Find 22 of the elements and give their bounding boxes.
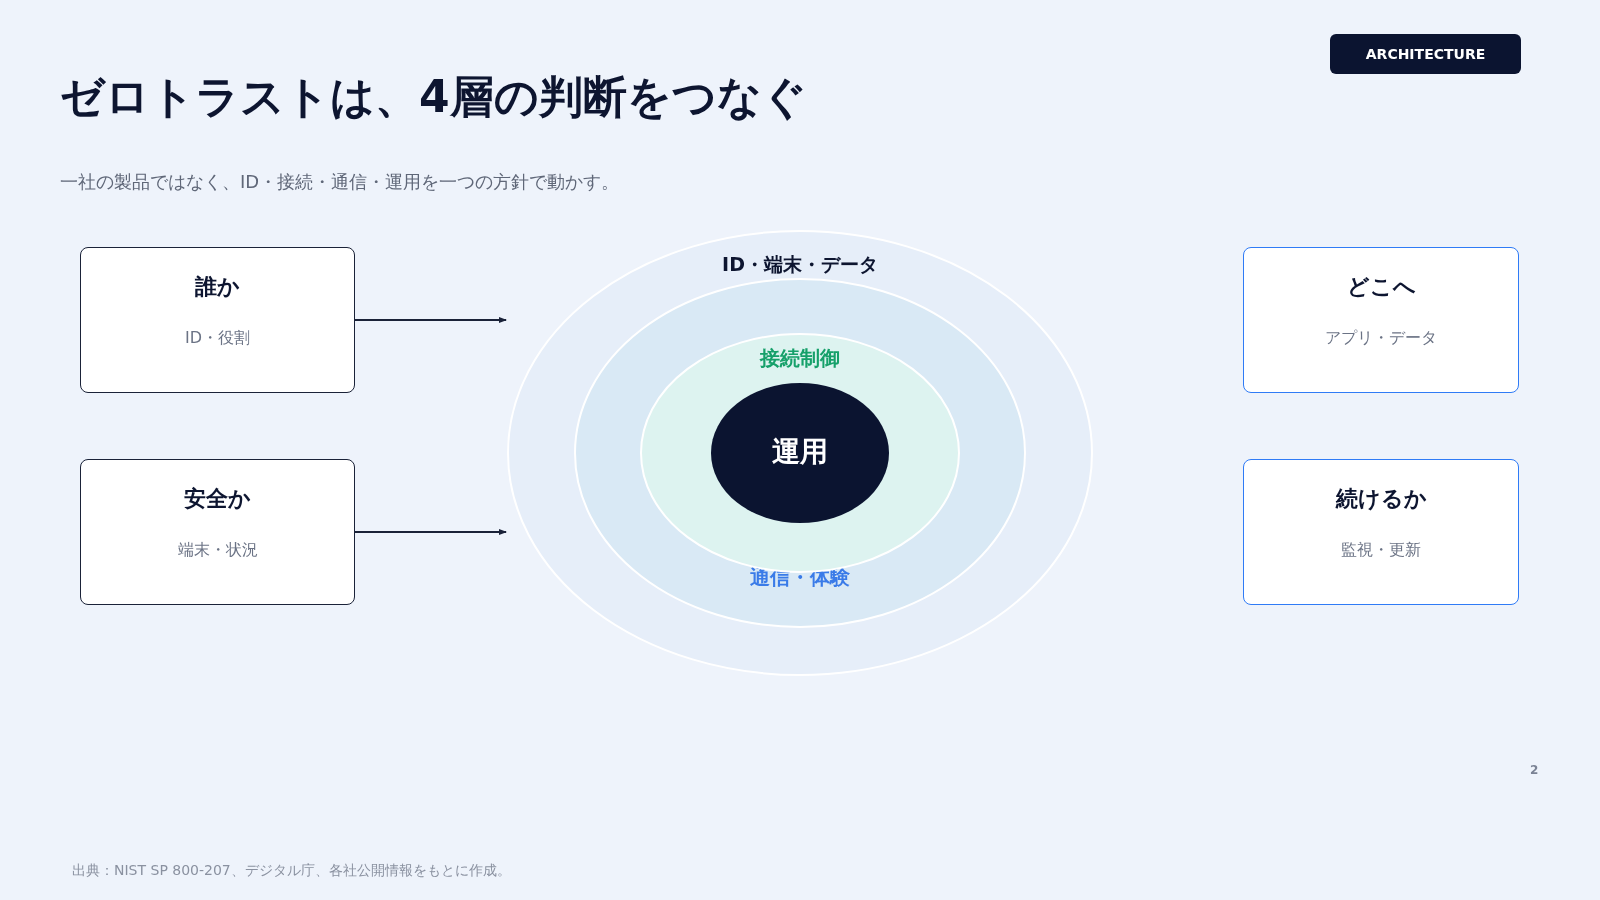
card (1243, 459, 1519, 605)
card (80, 247, 355, 393)
card-heading: どこへ (1345, 273, 1417, 301)
arrow (354, 317, 507, 323)
arrow (354, 529, 507, 535)
card (1243, 247, 1519, 393)
card-heading: 続けるか (1334, 485, 1428, 513)
subtitle: 一社の製品ではなく、ID・接続・通信・運用を一つの方針で動かす。 (60, 170, 620, 194)
layer-label: 運用 (771, 434, 829, 471)
card (80, 459, 355, 605)
page-number: 2 (1530, 763, 1539, 777)
card-heading: 誰か (194, 273, 241, 301)
card-subtext: アプリ・データ (1324, 328, 1438, 349)
card-subtext: ID・役割 (183, 328, 251, 349)
card-subtext: 端末・状況 (176, 540, 259, 561)
card-heading: 安全か (183, 485, 252, 513)
source-note: 出典：NIST SP 800-207、デジタル庁、各社公開情報をもとに作成。 (72, 862, 511, 880)
title: ゼロトラストは、4層の判断をつなぐ (60, 70, 807, 124)
card-subtext: 監視・更新 (1340, 540, 1422, 561)
layer-label: ID・端末・データ (721, 252, 879, 277)
tag-badge: ARCHITECTURE (1330, 34, 1521, 74)
layer-label: 接続制御 (758, 345, 841, 372)
